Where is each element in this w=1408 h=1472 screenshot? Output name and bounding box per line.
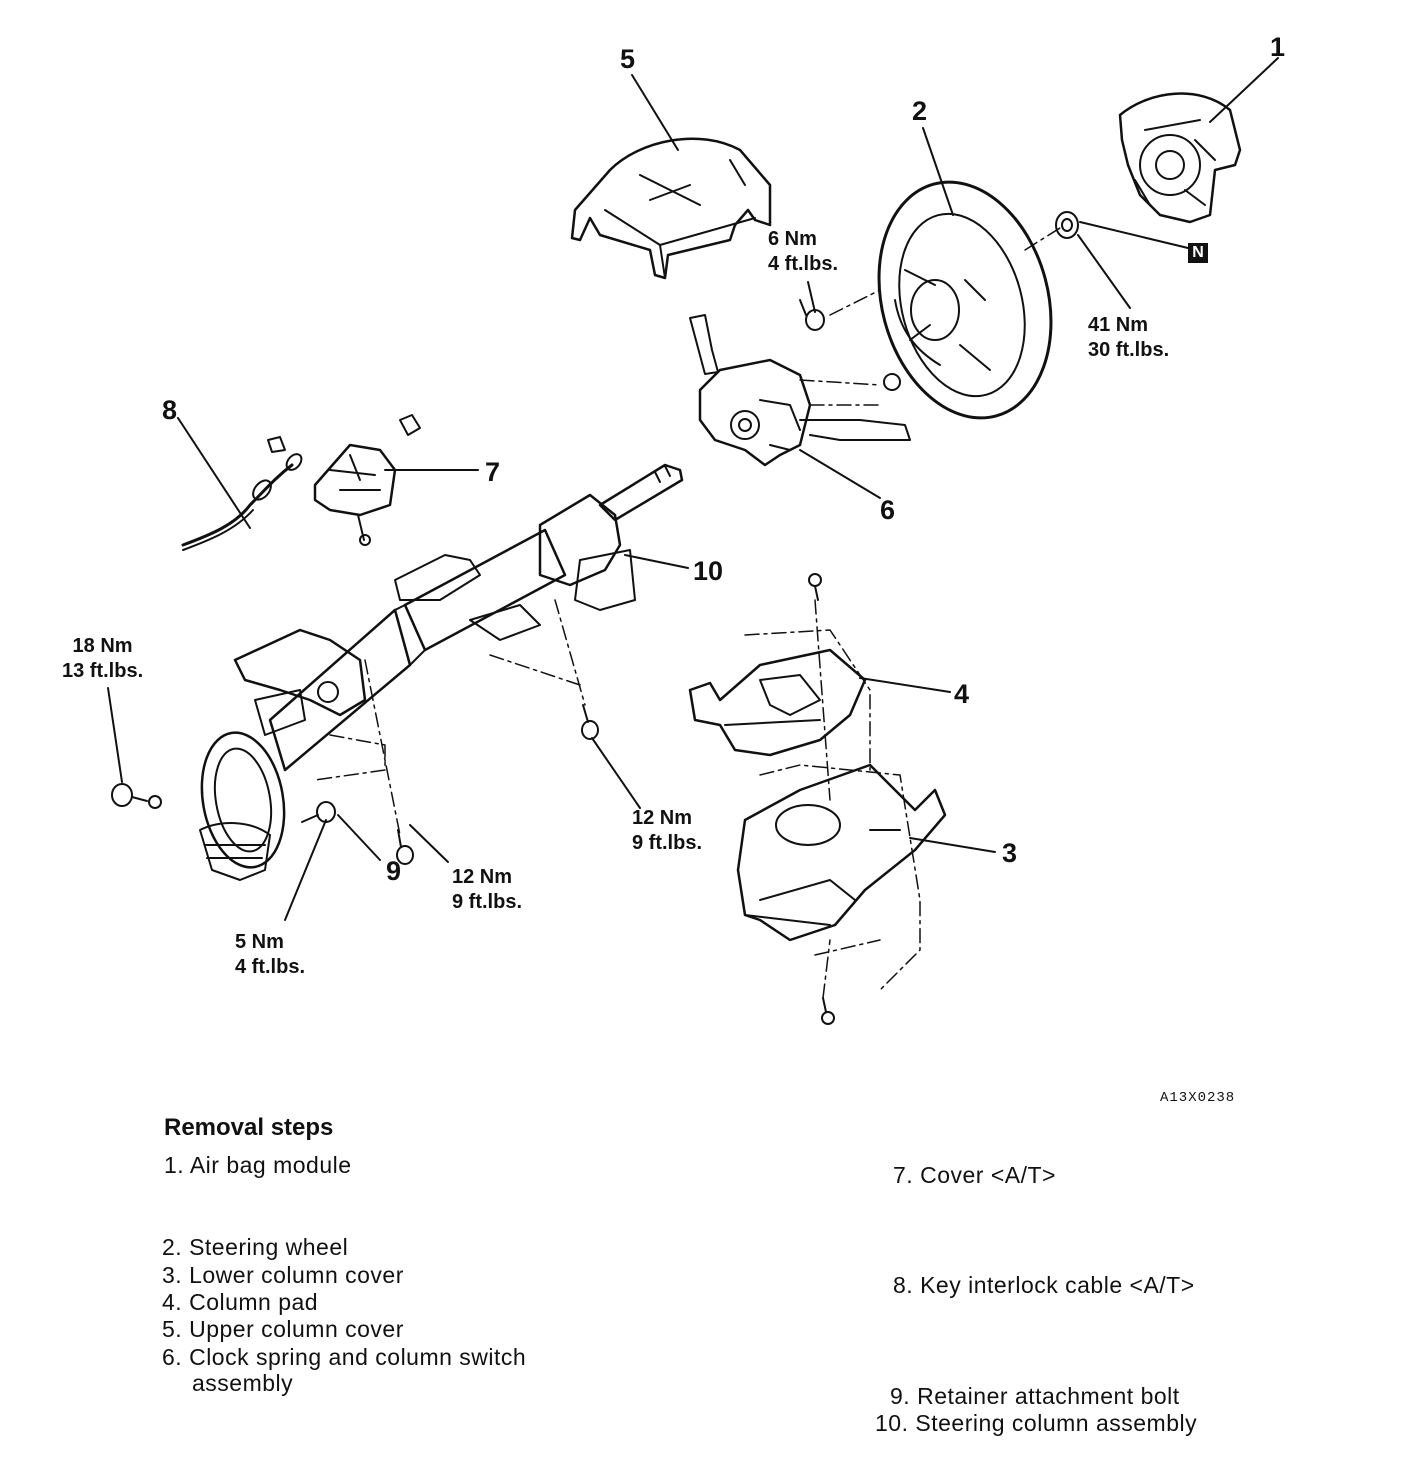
- callout-9: 9: [386, 856, 402, 886]
- step-number: 3.: [162, 1262, 183, 1288]
- torque-column-mid: 12 Nm 9 ft.lbs.: [452, 865, 522, 915]
- steering-joint-retainer: [199, 731, 336, 881]
- torque-wheel-nut: 41 Nm 30 ft.lbs.: [1088, 313, 1169, 363]
- step-text: Clock spring and column switch: [189, 1344, 527, 1370]
- step-number: 10.: [875, 1410, 909, 1436]
- leader-lines: [107, 57, 1279, 921]
- alignment-lines: [314, 227, 1061, 999]
- steering-column-assembly: [233, 493, 636, 772]
- air-bag-module: [1118, 92, 1242, 224]
- callout-6: 6: [880, 495, 896, 525]
- step-text: Key interlock cable <A/T>: [920, 1272, 1195, 1298]
- step-number: 8.: [893, 1272, 914, 1298]
- torque-nm: 18 Nm: [72, 635, 133, 657]
- steering-shaft: [598, 463, 684, 522]
- torque-nm: 41 Nm: [1088, 314, 1149, 336]
- step-text: Air bag module: [189, 1152, 352, 1178]
- figure-id: A13X0238: [1160, 1090, 1236, 1106]
- step-text: Retainer attachment bolt: [917, 1383, 1180, 1409]
- torque-bracket: 18 Nm 13 ft.lbs.: [62, 634, 143, 684]
- callout-10: 10: [693, 556, 724, 586]
- step-number: 2.: [162, 1234, 183, 1260]
- step-number: 4.: [162, 1289, 183, 1315]
- step-text: Upper column cover: [189, 1316, 404, 1342]
- step-number: 9.: [890, 1383, 911, 1409]
- torque-ftlb: 4 ft.lbs.: [768, 253, 839, 275]
- exploded-view-diagram: [107, 57, 1279, 1025]
- torque-ftlb: 9 ft.lbs.: [632, 832, 703, 854]
- torque-wheel-bolt: 6 Nm 4 ft.lbs.: [768, 227, 838, 277]
- step-number: 5.: [162, 1316, 183, 1342]
- torque-ftlb: 4 ft.lbs.: [235, 956, 306, 978]
- step-text: Lower column cover: [189, 1262, 404, 1288]
- step-text: Column pad: [189, 1289, 319, 1315]
- callout-7: 7: [485, 457, 501, 487]
- step-text: assembly: [192, 1370, 294, 1396]
- step-number: 6.: [162, 1344, 183, 1370]
- callout-5: 5: [620, 44, 636, 74]
- torque-ftlb: 9 ft.lbs.: [452, 891, 523, 913]
- removal-step: 9. Retainer attachment bolt: [890, 1383, 1180, 1410]
- torque-nm: 5 Nm: [235, 931, 284, 953]
- removal-step: 6. Clock spring and column switch: [162, 1344, 526, 1371]
- wheel-nut: [1055, 211, 1079, 239]
- torque-retainer: 5 Nm 4 ft.lbs.: [235, 930, 305, 980]
- step-number: 7.: [893, 1162, 914, 1188]
- torque-ftlb: 13 ft.lbs.: [62, 660, 144, 682]
- callout-4: 4: [954, 679, 970, 709]
- removal-step: 10. Steering column assembly: [875, 1410, 1197, 1437]
- lower-column-cover: [736, 763, 947, 942]
- removal-step: 2. Steering wheel: [162, 1234, 348, 1261]
- callout-3: 3: [1002, 838, 1018, 868]
- cover-at: [267, 414, 421, 546]
- steering-wheel: [877, 180, 1053, 420]
- removal-step: 3. Lower column cover: [162, 1262, 404, 1289]
- torque-nm: 6 Nm: [768, 228, 817, 250]
- removal-steps-title: Removal steps: [164, 1114, 334, 1141]
- callout-1: 1: [1270, 32, 1286, 62]
- callout-8: 8: [162, 395, 178, 425]
- fasteners: [111, 299, 835, 1025]
- removal-step: 5. Upper column cover: [162, 1316, 404, 1343]
- removal-step: 8. Key interlock cable <A/T>: [893, 1272, 1195, 1299]
- removal-step-continuation: assembly: [192, 1370, 293, 1397]
- torque-ftlb: 30 ft.lbs.: [1088, 339, 1170, 361]
- callout-2: 2: [912, 96, 928, 126]
- clock-spring-switch-assembly: [689, 314, 911, 467]
- removal-step: 7. Cover <A/T>: [893, 1162, 1056, 1189]
- step-text: Steering column assembly: [915, 1410, 1198, 1436]
- n-symbol-badge: N: [1188, 243, 1208, 263]
- step-text: Steering wheel: [189, 1234, 349, 1260]
- key-interlock-cable: [181, 453, 303, 551]
- step-text: Cover <A/T>: [920, 1162, 1056, 1188]
- removal-step: 1. Air bag module: [164, 1152, 352, 1179]
- torque-nm: 12 Nm: [632, 807, 693, 829]
- torque-nm: 12 Nm: [452, 866, 513, 888]
- removal-step: 4. Column pad: [162, 1289, 318, 1316]
- step-number: 1.: [164, 1152, 185, 1178]
- upper-column-cover: [570, 137, 772, 280]
- torque-column-right: 12 Nm 9 ft.lbs.: [632, 806, 702, 856]
- column-pad: [688, 648, 867, 757]
